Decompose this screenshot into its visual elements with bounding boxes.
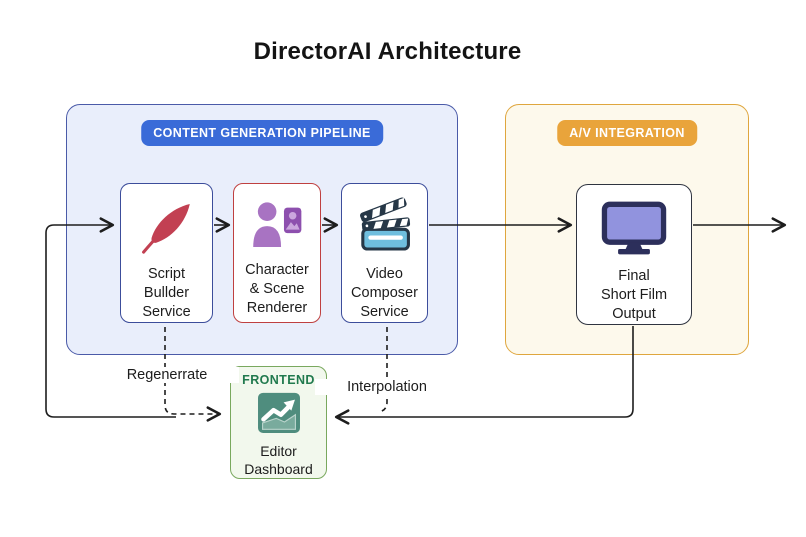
pipeline-badge: CONTENT GENERATION PIPELINE <box>141 120 383 146</box>
node-script-builder-service: Script Bullder Service <box>120 183 213 323</box>
chart-dashboard-icon <box>257 392 300 433</box>
node-final-short-film-output: Final Short Film Output <box>576 184 692 325</box>
feather-icon <box>141 204 190 254</box>
node-character-scene-renderer: Character & Scene Renderer <box>233 183 321 323</box>
av-integration-container: A/V INTEGRATION <box>505 104 749 355</box>
node-label: Final Short Film Output <box>600 267 668 322</box>
av-integration-badge: A/V INTEGRATION <box>557 120 697 146</box>
edge-label-regenerate: Regenerrate <box>95 367 239 383</box>
node-label: Editor Dashboard <box>244 442 313 477</box>
node-label: Script Bullder Service <box>142 265 191 320</box>
frontend-badge: FRONTEND <box>242 373 315 387</box>
node-label: Character & Scene Renderer <box>245 262 309 317</box>
person-image-icon <box>253 202 302 248</box>
monitor-icon <box>601 201 667 255</box>
page-title: DirectorAI Architecture <box>253 38 522 65</box>
frontend-container: FRONTEND Editor Dashboard <box>230 366 327 479</box>
edge-label-interpolation: Interpolation <box>315 379 459 395</box>
clapperboard-icon <box>359 197 410 251</box>
node-label: Video Composer Service <box>351 265 418 320</box>
node-video-composer-service: Video Composer Service <box>341 183 428 323</box>
